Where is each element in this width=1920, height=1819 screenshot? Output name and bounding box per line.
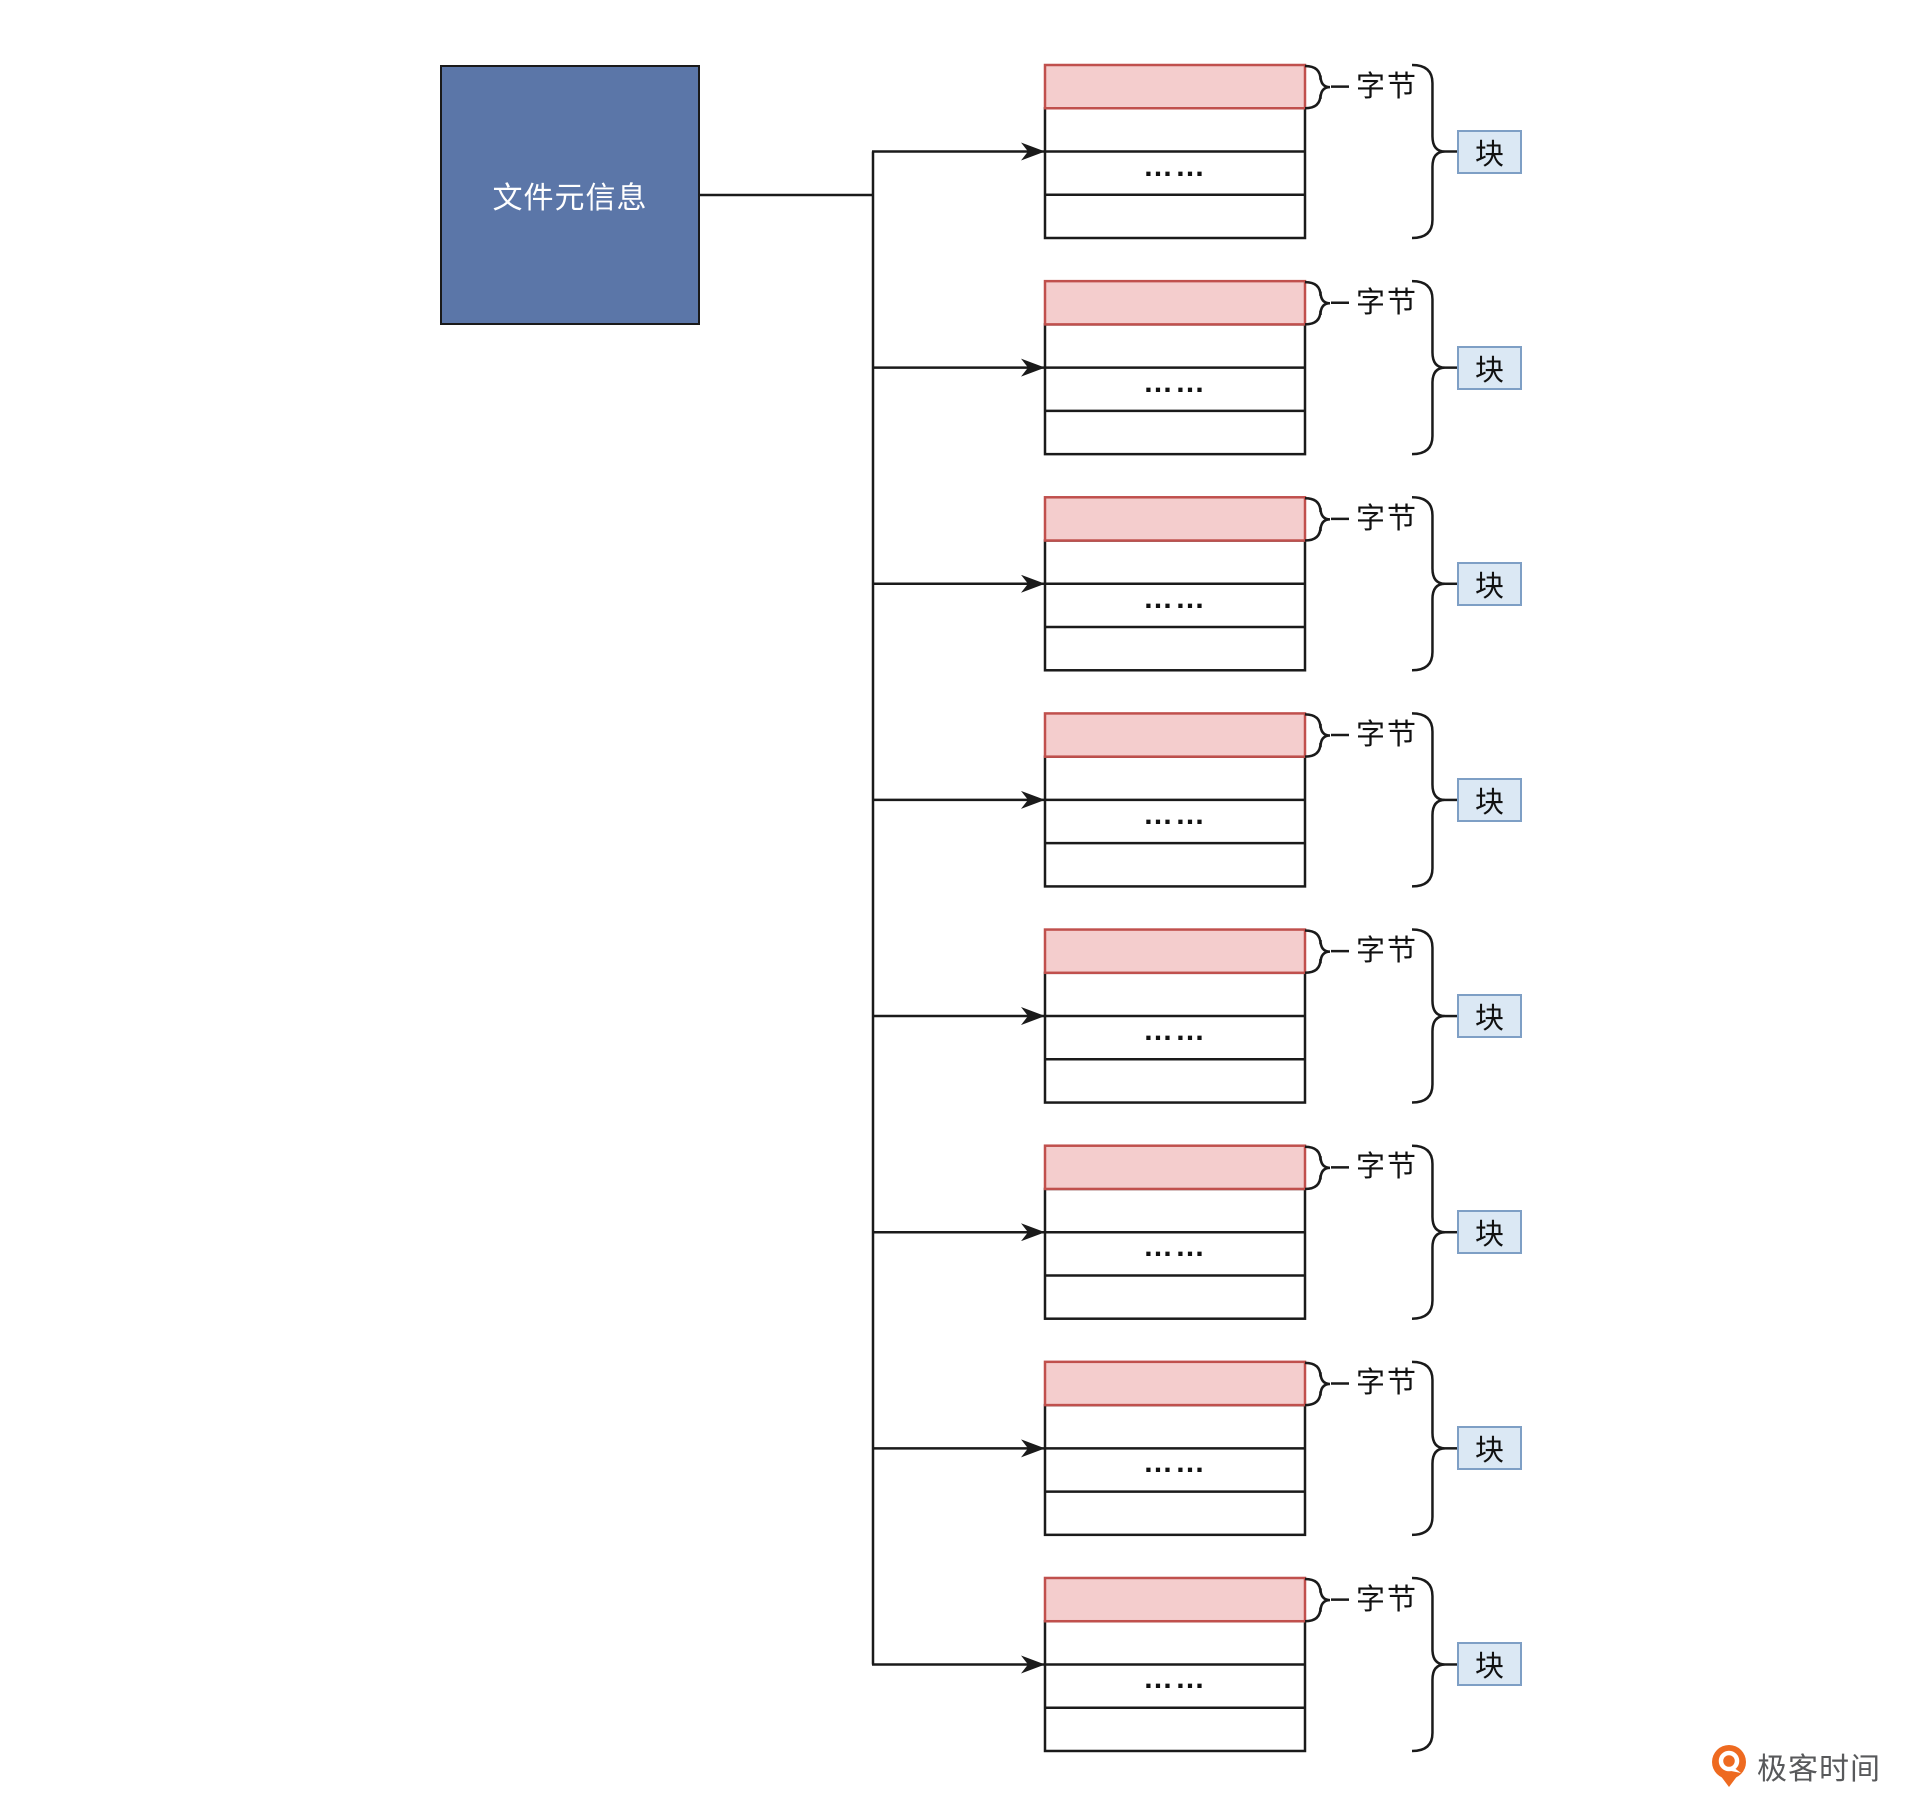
- block-label: 块: [1474, 786, 1504, 819]
- byte-brace: [1304, 1577, 1331, 1623]
- byte-row: [1043, 63, 1307, 110]
- block-label-box: 块: [1457, 994, 1522, 1039]
- block-table: [1043, 1619, 1307, 1753]
- block-table: [1043, 539, 1307, 672]
- byte-label: 字节: [1356, 1151, 1419, 1184]
- block-label-box: 块: [1457, 345, 1522, 390]
- block-label: 块: [1474, 1651, 1504, 1684]
- block-label: 块: [1474, 1435, 1504, 1468]
- file-metadata-label: 文件元信息: [492, 182, 648, 215]
- block-label: 块: [1474, 354, 1504, 387]
- byte-brace: [1304, 497, 1331, 542]
- block-label: 块: [1474, 570, 1504, 603]
- file-metadata-box: 文件元信息: [440, 65, 700, 325]
- block-table: [1043, 1187, 1307, 1320]
- byte-brace: [1304, 1145, 1331, 1191]
- byte-row: [1043, 279, 1307, 326]
- row-ellipsis: ……: [1143, 1230, 1207, 1264]
- byte-row: [1043, 712, 1307, 758]
- block-label-box: 块: [1457, 777, 1522, 822]
- row-ellipsis: ……: [1143, 1014, 1207, 1048]
- byte-row: [1043, 1360, 1307, 1407]
- byte-label: 字节: [1356, 502, 1419, 535]
- byte-label: 字节: [1356, 1583, 1419, 1616]
- byte-brace: [1304, 280, 1331, 326]
- byte-label: 字节: [1356, 935, 1419, 968]
- byte-brace: [1304, 929, 1331, 975]
- byte-label: 字节: [1356, 70, 1419, 103]
- byte-row: [1043, 928, 1307, 975]
- block-table: [1043, 971, 1307, 1104]
- watermark-label: 极客时间: [1757, 1753, 1881, 1786]
- row-ellipsis: ……: [1143, 365, 1207, 399]
- block-label: 块: [1474, 138, 1504, 171]
- byte-brace: [1304, 713, 1331, 758]
- block-label-box: 块: [1457, 1426, 1522, 1471]
- block-label-box: 块: [1457, 1210, 1522, 1255]
- block-table: [1043, 1403, 1307, 1537]
- block-label: 块: [1474, 1003, 1504, 1036]
- block-table: [1043, 107, 1307, 240]
- block-label: 块: [1474, 1219, 1504, 1252]
- block-table: [1043, 755, 1307, 888]
- row-ellipsis: ……: [1143, 149, 1207, 183]
- byte-row: [1043, 1576, 1307, 1623]
- byte-brace: [1304, 64, 1331, 110]
- row-ellipsis: ……: [1143, 797, 1207, 831]
- row-ellipsis: ……: [1143, 1446, 1207, 1480]
- block-table: [1043, 323, 1307, 456]
- geektime-logo-icon: [1712, 1745, 1746, 1787]
- byte-label: 字节: [1356, 719, 1419, 752]
- byte-label: 字节: [1356, 286, 1419, 319]
- geektime-watermark: 极客时间: [1710, 1742, 1881, 1790]
- row-ellipsis: ……: [1143, 581, 1207, 615]
- byte-brace: [1304, 1361, 1331, 1407]
- block-groups-lines: [872, 63, 1457, 1753]
- block-label-box: 块: [1457, 1642, 1522, 1687]
- block-label-box: 块: [1457, 129, 1522, 174]
- byte-label: 字节: [1356, 1367, 1419, 1400]
- row-ellipsis: ……: [1143, 1662, 1207, 1696]
- byte-row: [1043, 1144, 1307, 1191]
- byte-row: [1043, 496, 1307, 542]
- block-label-box: 块: [1457, 561, 1522, 606]
